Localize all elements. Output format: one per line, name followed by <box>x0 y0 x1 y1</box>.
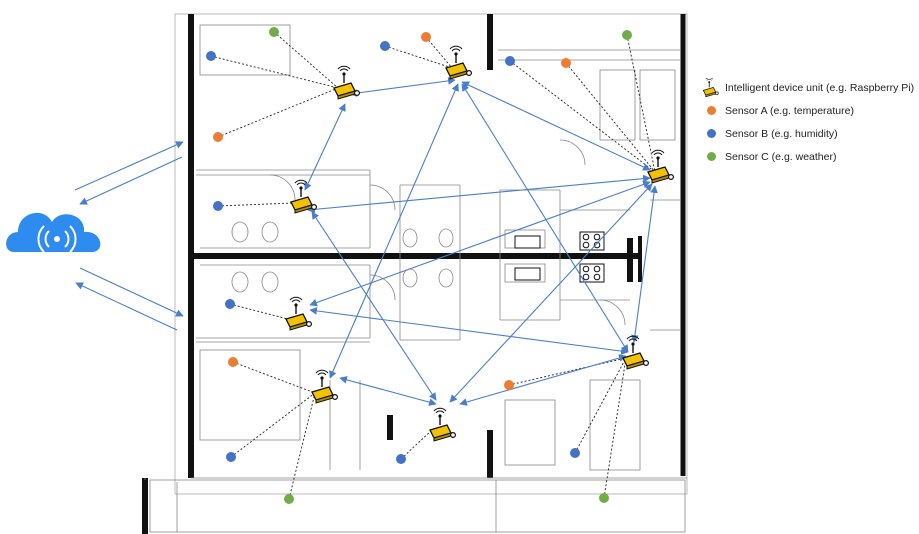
raspberry-pi-device-icon <box>647 149 675 184</box>
legend-device-label: Intelligent device unit (e.g. Raspberry … <box>725 81 915 94</box>
sensor-a-dot <box>421 32 431 42</box>
legend-row-sensor-b: Sensor B (e.g. humidity) <box>700 122 914 145</box>
sensor-b-dot <box>206 51 216 61</box>
sensor-b-dot-icon <box>706 129 716 138</box>
sensor-b-dot <box>380 41 390 51</box>
sensor-a-dot <box>228 357 238 367</box>
device-mesh-links <box>304 77 658 406</box>
sensor-a-dot <box>213 132 223 142</box>
sensor-b-dot <box>213 201 223 211</box>
legend-row-sensor-c: Sensor C (e.g. weather) <box>700 145 914 168</box>
legend-sensor-b-label: Sensor B (e.g. humidity) <box>725 127 838 140</box>
sensor-b-dot <box>570 448 580 458</box>
legend-row-device: Intelligent device unit (e.g. Raspberry … <box>700 76 914 99</box>
sensor-b-dot <box>396 454 406 464</box>
sensor-a-dot <box>504 380 514 390</box>
sensor-c-dot <box>599 493 609 503</box>
sensor-b-dot <box>226 452 236 462</box>
legend-row-sensor-a: Sensor A (e.g. temperature) <box>700 99 914 122</box>
sensors-a <box>213 32 571 390</box>
raspberry-pi-device-icon <box>333 65 361 100</box>
cloud-links <box>74 141 184 331</box>
cloud-wireless-icon <box>6 212 101 253</box>
sensor-c-dot <box>284 494 294 504</box>
raspberry-pi-device-icon <box>311 369 339 404</box>
legend-sensor-a-label: Sensor A (e.g. temperature) <box>725 104 854 117</box>
legend-sensor-c-label: Sensor C (e.g. weather) <box>725 150 837 163</box>
sensor-c-dot-icon <box>706 152 716 161</box>
sensor-a-dot <box>561 58 571 68</box>
legend: Intelligent device unit (e.g. Raspberry … <box>700 76 914 168</box>
sensors-b <box>206 41 580 464</box>
raspberry-pi-device-icon <box>285 296 313 331</box>
raspberry-pi-device-icon <box>622 335 650 370</box>
sensor-b-dot <box>505 56 515 66</box>
sensors-c <box>269 27 632 504</box>
sensor-c-dot <box>269 27 279 37</box>
sensor-b-dot <box>225 299 235 309</box>
sensor-a-dot-icon <box>706 106 716 115</box>
raspberry-pi-device-icon <box>700 77 722 98</box>
raspberry-pi-device-icon <box>445 45 473 80</box>
sensor-c-dot <box>622 30 632 40</box>
raspberry-pi-device-icon <box>429 407 457 442</box>
